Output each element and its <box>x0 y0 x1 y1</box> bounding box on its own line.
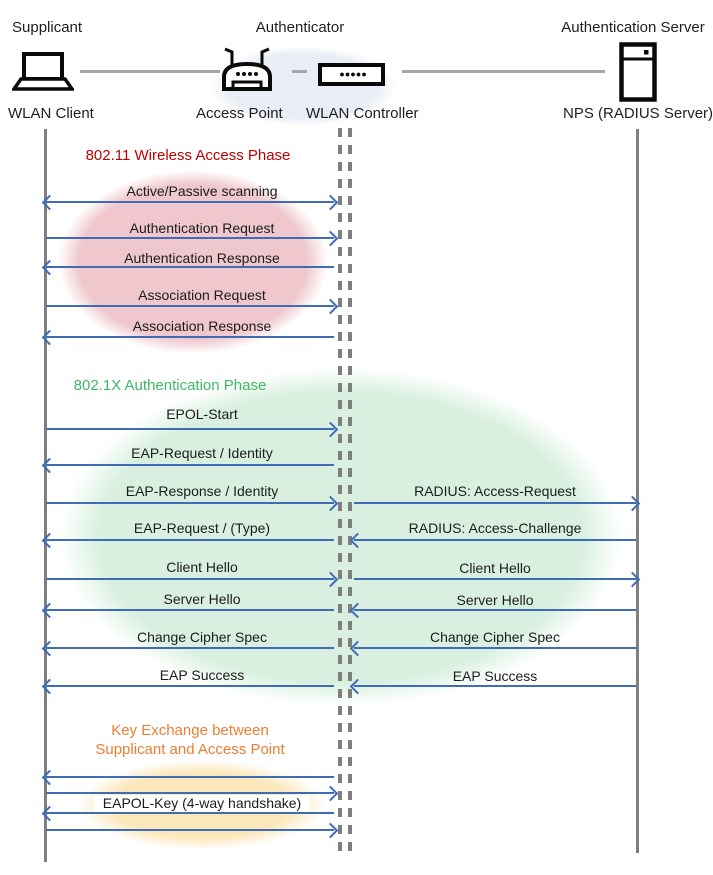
phase2-title: 802.1X Authentication Phase <box>73 377 267 394</box>
message-label: Authentication Request <box>129 220 275 236</box>
message-arrow-both <box>41 194 339 211</box>
message-arrow-right <box>354 571 641 588</box>
phase1-title: 802.11 Wireless Access Phase <box>85 147 291 164</box>
message-label: Change Cipher Spec <box>430 629 560 645</box>
message-arrow-left <box>41 640 334 657</box>
message-label: Active/Passive scanning <box>126 183 278 199</box>
message-label: Server Hello <box>456 592 534 608</box>
message-arrow-left <box>349 602 636 619</box>
handshake-label-box <box>94 795 310 813</box>
message-label: Server Hello <box>163 591 241 607</box>
message-arrow-left <box>41 259 334 276</box>
message-arrow-left <box>349 678 636 695</box>
message-label: EAP Success <box>452 668 538 684</box>
message-arrow-right <box>46 571 339 588</box>
role-supplicant: Supplicant <box>12 19 83 36</box>
connector-line <box>80 70 220 73</box>
message-label: EPOL-Start <box>166 406 238 422</box>
message-arrow-right <box>46 495 339 512</box>
phase3-title: Key Exchange between Supplicant and Acce… <box>50 721 330 759</box>
message-label: Authentication Response <box>124 250 280 266</box>
connector-dash <box>292 70 307 73</box>
message-arrow-left <box>349 640 636 657</box>
lifeline-client <box>44 129 47 862</box>
message-arrow-left <box>41 532 334 549</box>
message-label: Association Response <box>132 318 272 334</box>
handshake-arrow-right <box>46 785 339 802</box>
message-label: EAP-Response / Identity <box>125 483 279 499</box>
message-arrow-left <box>41 329 334 346</box>
message-label: EAP-Request / Identity <box>131 445 273 461</box>
lifeline-controller-dashed <box>348 128 352 858</box>
message-arrow-right <box>354 495 641 512</box>
message-label: RADIUS: Access-Request <box>414 483 576 499</box>
handshake-arrow-left <box>41 769 334 786</box>
message-arrow-left <box>41 678 334 695</box>
device-nps-radius-server: NPS (RADIUS Server) <box>563 105 713 122</box>
device-access-point: Access Point <box>196 105 283 122</box>
message-arrow-right <box>46 298 339 315</box>
connector-line <box>402 70 605 73</box>
role-authenticator: Authenticator <box>255 19 345 36</box>
message-label: Association Request <box>138 287 266 303</box>
handshake-label: EAPOL-Key (4-way handshake) <box>102 795 302 811</box>
message-arrow-right <box>46 230 339 247</box>
controller-box-icon <box>318 63 386 92</box>
role-authentication-server: Authentication Server <box>561 19 705 36</box>
device-wlan-controller: WLAN Controller <box>306 105 419 122</box>
message-label: Client Hello <box>166 559 238 575</box>
phase3-title-line2: Supplicant and Access Point <box>95 741 285 758</box>
message-label: Client Hello <box>459 560 531 576</box>
lifeline-access-point-dashed <box>338 128 342 858</box>
lifeline-server <box>636 129 639 853</box>
message-arrow-left <box>41 602 334 619</box>
server-icon <box>619 42 657 107</box>
laptop-icon <box>10 51 76 97</box>
handshake-arrow-left <box>41 805 334 822</box>
phase1-ellipse <box>58 170 328 354</box>
message-arrow-left <box>41 457 334 474</box>
handshake-arrow-right <box>46 822 339 839</box>
message-arrow-left <box>349 532 636 549</box>
message-label: Change Cipher Spec <box>137 629 267 645</box>
message-label: RADIUS: Access-Challenge <box>408 520 582 536</box>
message-arrow-right <box>46 421 339 438</box>
message-label: EAP Success <box>159 667 245 683</box>
message-label: EAP-Request / (Type) <box>133 520 271 536</box>
wireless-router-icon <box>218 47 280 97</box>
device-wlan-client: WLAN Client <box>8 105 94 122</box>
phase3-title-line1: Key Exchange between <box>111 722 269 739</box>
